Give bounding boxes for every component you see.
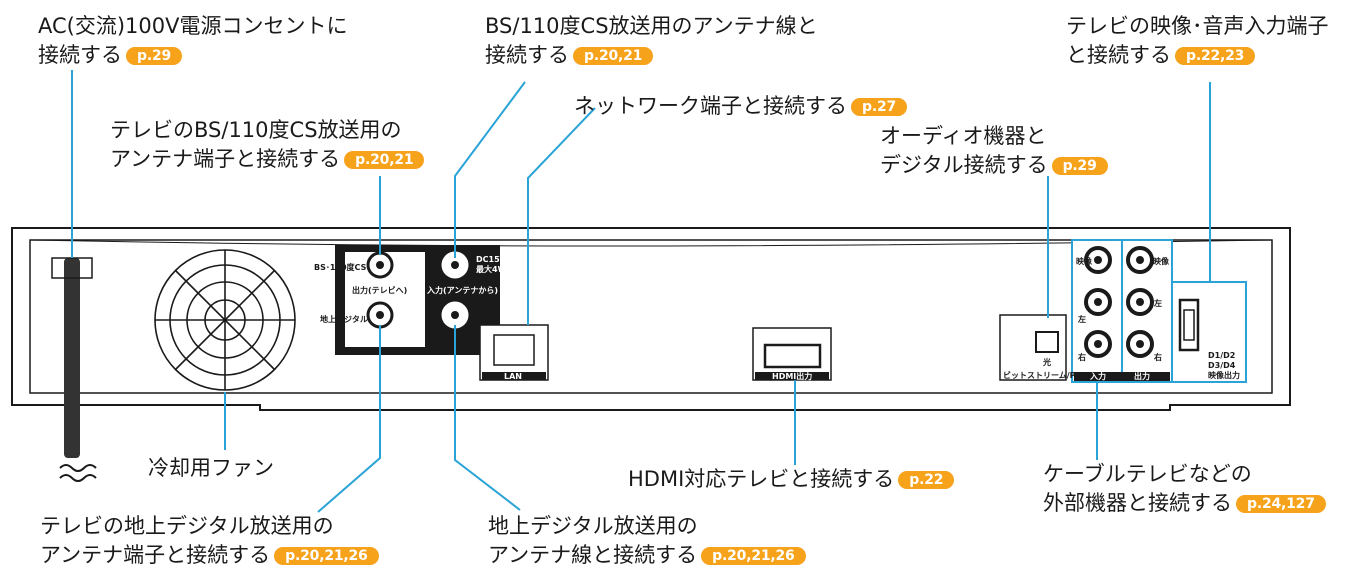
leader-tv-terrestrial	[317, 325, 381, 513]
callout-tv-terrestrial-terminal-line2: アンテナ端子と接続する	[40, 543, 271, 567]
left-label-input: 左	[1077, 314, 1086, 324]
callout-tv-bs-terminal-line2: アンテナ端子と接続する	[110, 147, 341, 171]
av-input-label: 入力	[1089, 371, 1106, 381]
callout-audio-digital-line1: オーディオ機器と	[880, 124, 1047, 148]
right-label-input: 右	[1077, 352, 1086, 362]
d-terminal-label-2: D3/D4	[1208, 361, 1236, 370]
callout-tv-terrestrial-terminal-line1: テレビの地上デジタル放送用の	[40, 514, 334, 538]
page-ref-badge: p.29	[126, 47, 183, 65]
terrestrial-terminal-label: 地上デジタル	[320, 314, 368, 324]
callout-cooling-fan-line1: 冷却用ファン	[148, 456, 274, 480]
output-to-tv-label: 出力(テレビへ)	[352, 285, 407, 295]
optical-label-2: ビットストリーム/PCM	[1003, 370, 1089, 380]
optical-port	[999, 314, 1067, 381]
page-ref-badge: p.20,21,26	[701, 547, 806, 565]
lan-port	[479, 324, 549, 381]
hdmi-port	[752, 327, 832, 381]
d-terminal-label-3: 映像出力	[1208, 370, 1240, 380]
leader-lines	[71, 70, 1211, 513]
page-ref-badge: p.27	[851, 98, 908, 116]
callout-bs-antenna-line-line1: BS/110度CS放送用のアンテナ線と	[485, 14, 818, 38]
video-label-output: 映像	[1153, 256, 1170, 266]
callout-tv-bs-terminal-line1: テレビのBS/110度CS放送用の	[110, 118, 402, 142]
right-label-output: 右	[1153, 352, 1162, 362]
left-label-output: 左	[1153, 298, 1162, 308]
leader-terrestrial-antenna	[454, 325, 521, 511]
input-from-antenna-label: 入力(アンテナから)	[426, 285, 498, 295]
optical-label-1: 光	[1042, 357, 1051, 367]
callout-cooling-fan: 冷却用ファン	[148, 454, 274, 483]
callout-hdmi-tv-line1: HDMI対応テレビと接続する	[628, 467, 895, 491]
av-jack-block	[1071, 239, 1173, 383]
dc-rating-label-2: 最大4W	[476, 264, 507, 274]
page-ref-badge: p.22,23	[1175, 47, 1256, 65]
dc-rating-label-1: DC15V	[476, 255, 507, 264]
bs-cs-terminal-label: BS･110度CS	[314, 262, 367, 272]
leader-bs-antenna-line	[454, 81, 526, 258]
callout-cable-tv-line2: 外部機器と接続する	[1043, 491, 1232, 515]
callout-audio-digital-line2: デジタル接続する	[880, 153, 1048, 177]
antenna-terminal-block	[335, 245, 500, 355]
callout-ac-power-line2: 接続する	[38, 43, 122, 67]
hdmi-out-label: HDMI出力	[772, 371, 812, 381]
page-ref-badge: p.20,21,26	[274, 547, 379, 565]
video-label-input: 映像	[1076, 256, 1093, 266]
page-ref-badge: p.20,21	[573, 47, 654, 65]
page-ref-badge: p.20,21	[344, 151, 425, 169]
leader-network	[527, 107, 596, 325]
callout-bs-antenna-line-line2: 接続する	[485, 43, 569, 67]
lan-label: LAN	[504, 372, 522, 381]
callout-terrestrial-antenna-line-line2: アンテナ線と接続する	[488, 543, 698, 567]
callout-cable-tv-line1: ケーブルテレビなどの	[1043, 462, 1252, 486]
page-ref-badge: p.24,127	[1236, 495, 1326, 513]
page-ref-badge: p.22	[898, 471, 955, 489]
d-terminal-label-1: D1/D2	[1208, 351, 1235, 360]
callout-tv-av-input-line2: と接続する	[1066, 43, 1171, 67]
callout-tv-av-input-line1: テレビの映像･音声入力端子	[1066, 14, 1329, 38]
cooling-fan-grille	[154, 249, 296, 391]
av-output-label: 出力	[1134, 371, 1150, 381]
d-terminal-port	[1171, 281, 1247, 383]
page-ref-badge: p.29	[1051, 157, 1108, 175]
power-cord	[51, 257, 97, 482]
callout-ac-power-line1: AC(交流)100V電源コンセントに	[38, 14, 348, 38]
callout-terrestrial-antenna-line-line1: 地上デジタル放送用の	[488, 514, 698, 538]
chassis	[11, 227, 1291, 411]
callout-network-line1: ネットワーク端子と接続する	[574, 94, 847, 118]
